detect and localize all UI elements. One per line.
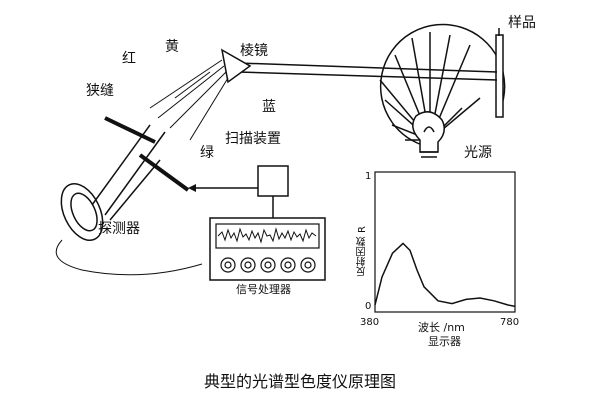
signal-processor-box <box>209 217 326 281</box>
chart-y-max-tick: 1 <box>365 171 372 182</box>
light-source-lamp <box>379 23 506 158</box>
spectrum-curve <box>374 242 516 308</box>
chart-x-max-tick: 780 <box>500 317 520 328</box>
label-red: 红 <box>122 51 136 67</box>
chart-y-min-tick: 0 <box>365 301 372 312</box>
chart-y-axis-label: 反射因数 R <box>357 226 368 277</box>
signal-waveform <box>217 227 317 244</box>
spectrum-chart <box>374 171 516 313</box>
chart-x-axis-label: 波长 /nm <box>418 321 465 334</box>
slit-plate <box>104 116 156 144</box>
prism <box>220 48 252 84</box>
label-light-source: 光源 <box>464 145 492 161</box>
chart-x-min-tick: 380 <box>360 317 380 328</box>
label-green: 绿 <box>200 145 214 161</box>
detector-beam <box>91 124 166 221</box>
label-detector: 探测器 <box>98 221 140 237</box>
label-prism: 棱镜 <box>240 43 268 59</box>
label-yellow: 黄 <box>165 39 179 55</box>
scanner-plate <box>138 153 190 192</box>
scan-arrow <box>188 184 258 192</box>
label-blue: 蓝 <box>262 99 276 115</box>
label-sample: 样品 <box>508 15 536 31</box>
label-signal-processor: 信号处理器 <box>236 283 291 296</box>
figure-caption: 典型的光谱型色度仪原理图 <box>203 372 396 391</box>
detector <box>60 183 104 241</box>
dispersed-rays <box>149 59 229 141</box>
scan-control-box <box>257 165 289 197</box>
label-slit: 狭缝 <box>86 83 114 99</box>
label-display: 显示器 <box>428 335 461 348</box>
reflected-beam <box>237 62 498 81</box>
label-scanner: 扫描装置 <box>225 131 281 147</box>
detector-wire <box>55 239 203 276</box>
sample-plate <box>495 28 504 118</box>
